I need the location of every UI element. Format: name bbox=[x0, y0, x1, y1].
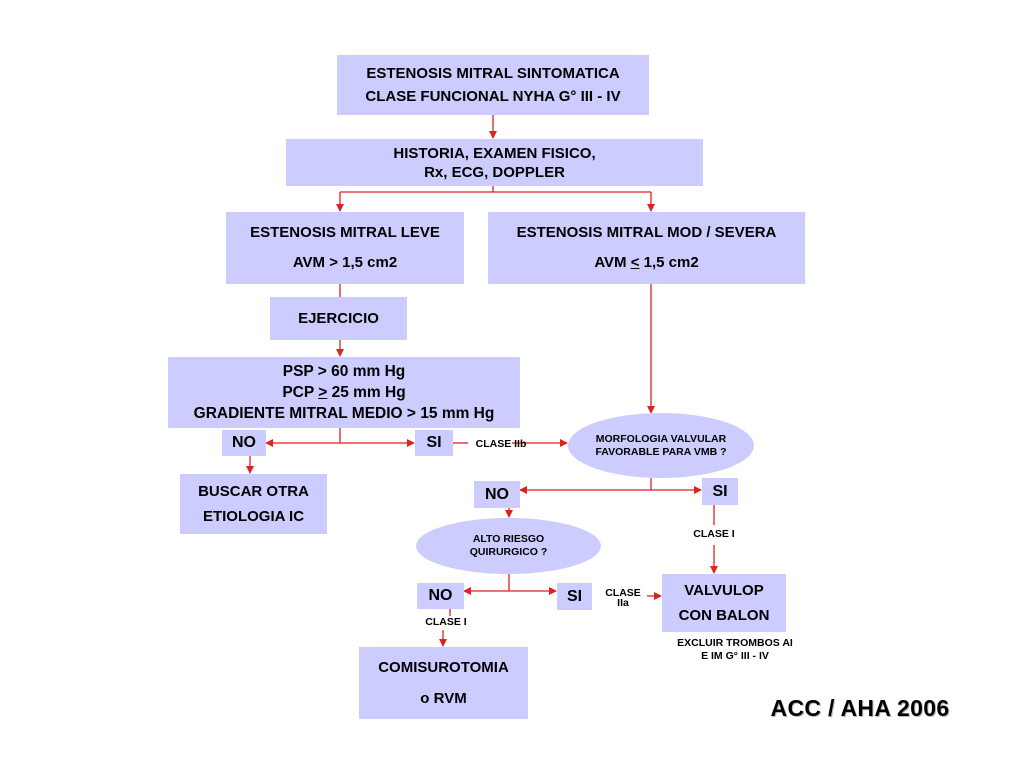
node-psp-line2: PCP > 25 mm Hg bbox=[282, 382, 405, 403]
label-clase-i-right: CLASE I bbox=[693, 528, 735, 540]
node-si-2-label: SI bbox=[712, 482, 728, 500]
node-psp-line1: PSP > 60 mm Hg bbox=[282, 363, 406, 380]
node-severa-line2-prefix: AVM bbox=[594, 254, 631, 271]
node-alto-riesgo-line2: QUIRURGICO ? bbox=[469, 546, 548, 558]
label-clase-iia: CLASE IIa bbox=[600, 587, 646, 609]
node-si-1: SI bbox=[415, 430, 453, 456]
node-no-2-label: NO bbox=[485, 485, 509, 503]
node-severa-line1: ESTENOSIS MITRAL MOD / SEVERA bbox=[516, 224, 777, 241]
node-comisurotomia: COMISUROTOMIA o RVM bbox=[359, 647, 528, 719]
node-severa-line2-symbol: < bbox=[630, 254, 640, 271]
node-historia-line1: HISTORIA, EXAMEN FISICO, bbox=[393, 144, 596, 162]
node-buscar-line1: BUSCAR OTRA bbox=[198, 483, 309, 500]
node-no-1-label: NO bbox=[232, 434, 256, 451]
node-psp-line2-suffix: 25 mm Hg bbox=[327, 384, 406, 401]
node-leve-line2: AVM > 1,5 cm2 bbox=[292, 254, 398, 271]
node-psp-line3: GRADIENTE MITRAL MEDIO > 15 mm Hg bbox=[193, 405, 495, 422]
node-psp-line2-prefix: PCP bbox=[282, 384, 319, 401]
label-excluir-line1: EXCLUIR TROMBOS AI bbox=[677, 637, 793, 649]
node-morfologia: MORFOLOGIA VALVULAR FAVORABLE PARA VMB ? bbox=[568, 413, 754, 478]
node-no-3: NO bbox=[417, 583, 464, 609]
node-morfologia-line2: FAVORABLE PARA VMB ? bbox=[595, 445, 727, 458]
node-historia: HISTORIA, EXAMEN FISICO, Rx, ECG, DOPPLE… bbox=[286, 139, 703, 186]
footer-title: ACC / AHA 2006 bbox=[770, 695, 950, 721]
node-alto-riesgo-line1: ALTO RIESGO bbox=[472, 533, 545, 545]
node-buscar-line2: ETIOLOGIA IC bbox=[202, 508, 305, 525]
node-severa-line2-suffix: 1,5 cm2 bbox=[639, 254, 699, 271]
node-si-3: SI bbox=[557, 583, 592, 610]
node-valvulop-line2: CON BALON bbox=[678, 607, 770, 624]
node-severa: ESTENOSIS MITRAL MOD / SEVERA AVM < 1,5 … bbox=[488, 212, 805, 284]
node-valvulop: VALVULOP CON BALON bbox=[662, 574, 786, 632]
node-valvulop-line1: VALVULOP bbox=[684, 582, 764, 599]
node-morfologia-line1: MORFOLOGIA VALVULAR bbox=[595, 432, 727, 445]
node-comisurotomia-line2: o RVM bbox=[420, 690, 467, 707]
label-excluir: EXCLUIR TROMBOS AI E IM G° III - IV bbox=[660, 637, 810, 663]
label-excluir-line2: E IM G° III - IV bbox=[701, 650, 769, 662]
node-no-3-label: NO bbox=[428, 587, 453, 604]
label-clase-iib: CLASE IIb bbox=[475, 438, 527, 450]
node-historia-line2: Rx, ECG, DOPPLER bbox=[424, 163, 565, 181]
label-clase-iia-line2: IIa bbox=[617, 597, 629, 609]
node-comisurotomia-line1: COMISUROTOMIA bbox=[378, 659, 509, 676]
node-psp-line2-symbol: > bbox=[318, 384, 328, 401]
node-no-2: NO bbox=[474, 481, 520, 508]
label-clase-i-left: CLASE I bbox=[425, 616, 467, 628]
node-ejercicio: EJERCICIO bbox=[270, 297, 407, 340]
node-psp: PSP > 60 mm Hg PCP > 25 mm Hg GRADIENTE … bbox=[168, 357, 520, 428]
node-si-2: SI bbox=[702, 478, 738, 505]
node-sintomatica-line2: CLASE FUNCIONAL NYHA G° III - IV bbox=[365, 88, 621, 105]
node-si-1-label: SI bbox=[426, 434, 442, 451]
node-leve: ESTENOSIS MITRAL LEVE AVM > 1,5 cm2 bbox=[226, 212, 464, 284]
node-sintomatica-line1: ESTENOSIS MITRAL SINTOMATICA bbox=[366, 65, 620, 82]
node-ejercicio-label: EJERCICIO bbox=[298, 310, 379, 327]
node-no-1: NO bbox=[222, 430, 266, 456]
node-sintomatica: ESTENOSIS MITRAL SINTOMATICA CLASE FUNCI… bbox=[337, 55, 649, 115]
node-severa-line2: AVM < 1,5 cm2 bbox=[594, 248, 698, 278]
node-buscar: BUSCAR OTRA ETIOLOGIA IC bbox=[180, 474, 327, 534]
label-clase-iia-line1: CLASE bbox=[605, 587, 641, 599]
node-alto-riesgo: ALTO RIESGO QUIRURGICO ? bbox=[416, 518, 601, 574]
node-leve-line1: ESTENOSIS MITRAL LEVE bbox=[250, 224, 440, 241]
node-si-3-label: SI bbox=[566, 587, 583, 605]
